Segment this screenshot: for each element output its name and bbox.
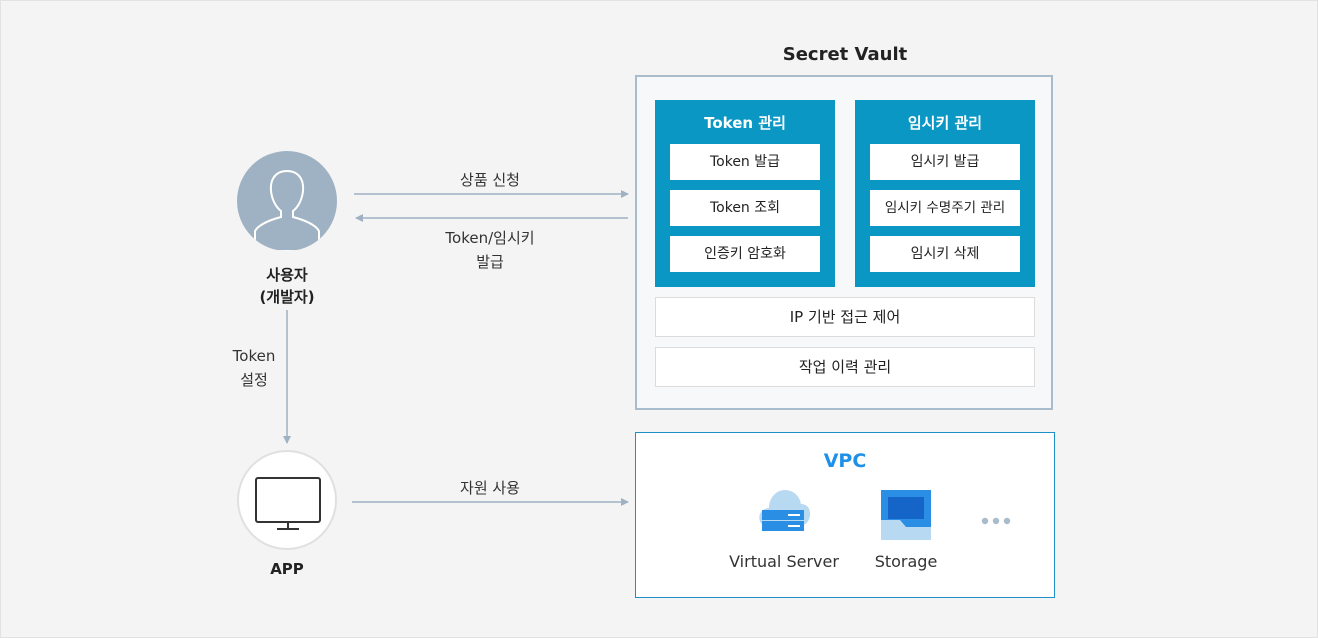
issue-label-line1: Token/임시키 <box>445 229 535 247</box>
issue-label-line2: 발급 <box>476 253 504 271</box>
app-circle <box>237 450 337 550</box>
user-label-line1: 사용자 <box>266 266 308 284</box>
token-issue-item: Token 발급 <box>670 144 820 180</box>
app-label: APP <box>270 560 304 578</box>
vault-title: Secret Vault <box>782 44 908 65</box>
token-group: Token 관리 Token 발급 Token 조회 인증키 암호화 <box>655 100 835 287</box>
history-management: 작업 이력 관리 <box>655 347 1035 387</box>
virtual-server-icon <box>759 490 811 531</box>
setup-label-line2: 설정 <box>240 371 268 389</box>
ip-access-control: IP 기반 접근 제어 <box>655 297 1035 337</box>
request-label: 상품 신청 <box>460 171 520 189</box>
temp-key-issue-item: 임시키 발급 <box>870 144 1020 180</box>
token-query-item: Token 조회 <box>670 190 820 226</box>
auth-key-encrypt-item: 인증키 암호화 <box>670 236 820 272</box>
storage-label: Storage <box>874 552 938 571</box>
temp-key-lifecycle-item: 임시키 수명주기 관리 <box>870 190 1020 226</box>
temp-key-group-title: 임시키 관리 <box>907 114 983 132</box>
use-label: 자원 사용 <box>460 479 520 497</box>
person-icon <box>254 169 320 251</box>
user-avatar <box>237 151 337 251</box>
virtual-server-label: Virtual Server <box>729 552 839 571</box>
monitor-icon <box>255 477 321 530</box>
vpc-title: VPC <box>823 450 867 472</box>
vpc-box <box>635 432 1055 598</box>
setup-label-line1: Token <box>232 347 276 365</box>
user-label-line2: (개발자) <box>259 288 315 306</box>
temp-key-delete-item: 임시키 삭제 <box>870 236 1020 272</box>
ellipsis-icon <box>981 517 1011 525</box>
token-group-title: Token 관리 <box>704 114 786 132</box>
temp-key-group: 임시키 관리 임시키 발급 임시키 수명주기 관리 임시키 삭제 <box>855 100 1035 287</box>
storage-icon <box>881 490 931 540</box>
